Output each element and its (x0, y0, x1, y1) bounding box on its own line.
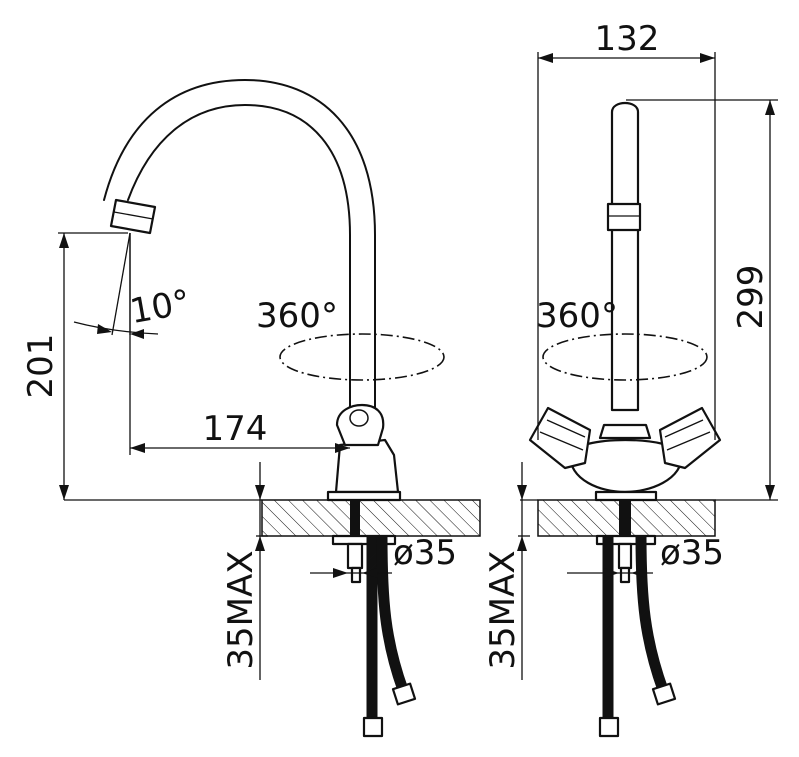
dim-right-swivel: 360° (536, 296, 618, 336)
handle-left (335, 403, 385, 447)
aerator-right (606, 202, 642, 232)
dim-spout-angle: 10° (127, 282, 193, 332)
dim-right-max: 35MAX (483, 550, 523, 669)
front-view: 132 299 360° ø35 35MAX (483, 19, 778, 738)
swivel-ellipse-right (542, 333, 708, 381)
countertop-section-left (261, 499, 481, 537)
gooseneck-spout (127, 104, 351, 411)
dim-right-hole: ø35 (660, 533, 724, 573)
handle-right-hot (528, 406, 592, 470)
vertical-spout (610, 101, 640, 412)
dim-left-hole: ø35 (393, 533, 457, 573)
handle-right-cold (658, 406, 722, 470)
dim-right-width: 132 (595, 19, 660, 59)
side-view: 201 174 10° 360° ø35 35MAX (21, 79, 481, 738)
dim-left-max: 35MAX (221, 550, 261, 669)
dim-left-swivel: 360° (256, 296, 338, 336)
dim-right-height: 299 (731, 265, 771, 330)
mixer-body-right (568, 438, 684, 494)
dim-left-height: 201 (21, 334, 61, 399)
swivel-ellipse-left (279, 333, 445, 381)
aerator-left (109, 198, 157, 235)
dim-left-reach: 174 (203, 409, 268, 449)
